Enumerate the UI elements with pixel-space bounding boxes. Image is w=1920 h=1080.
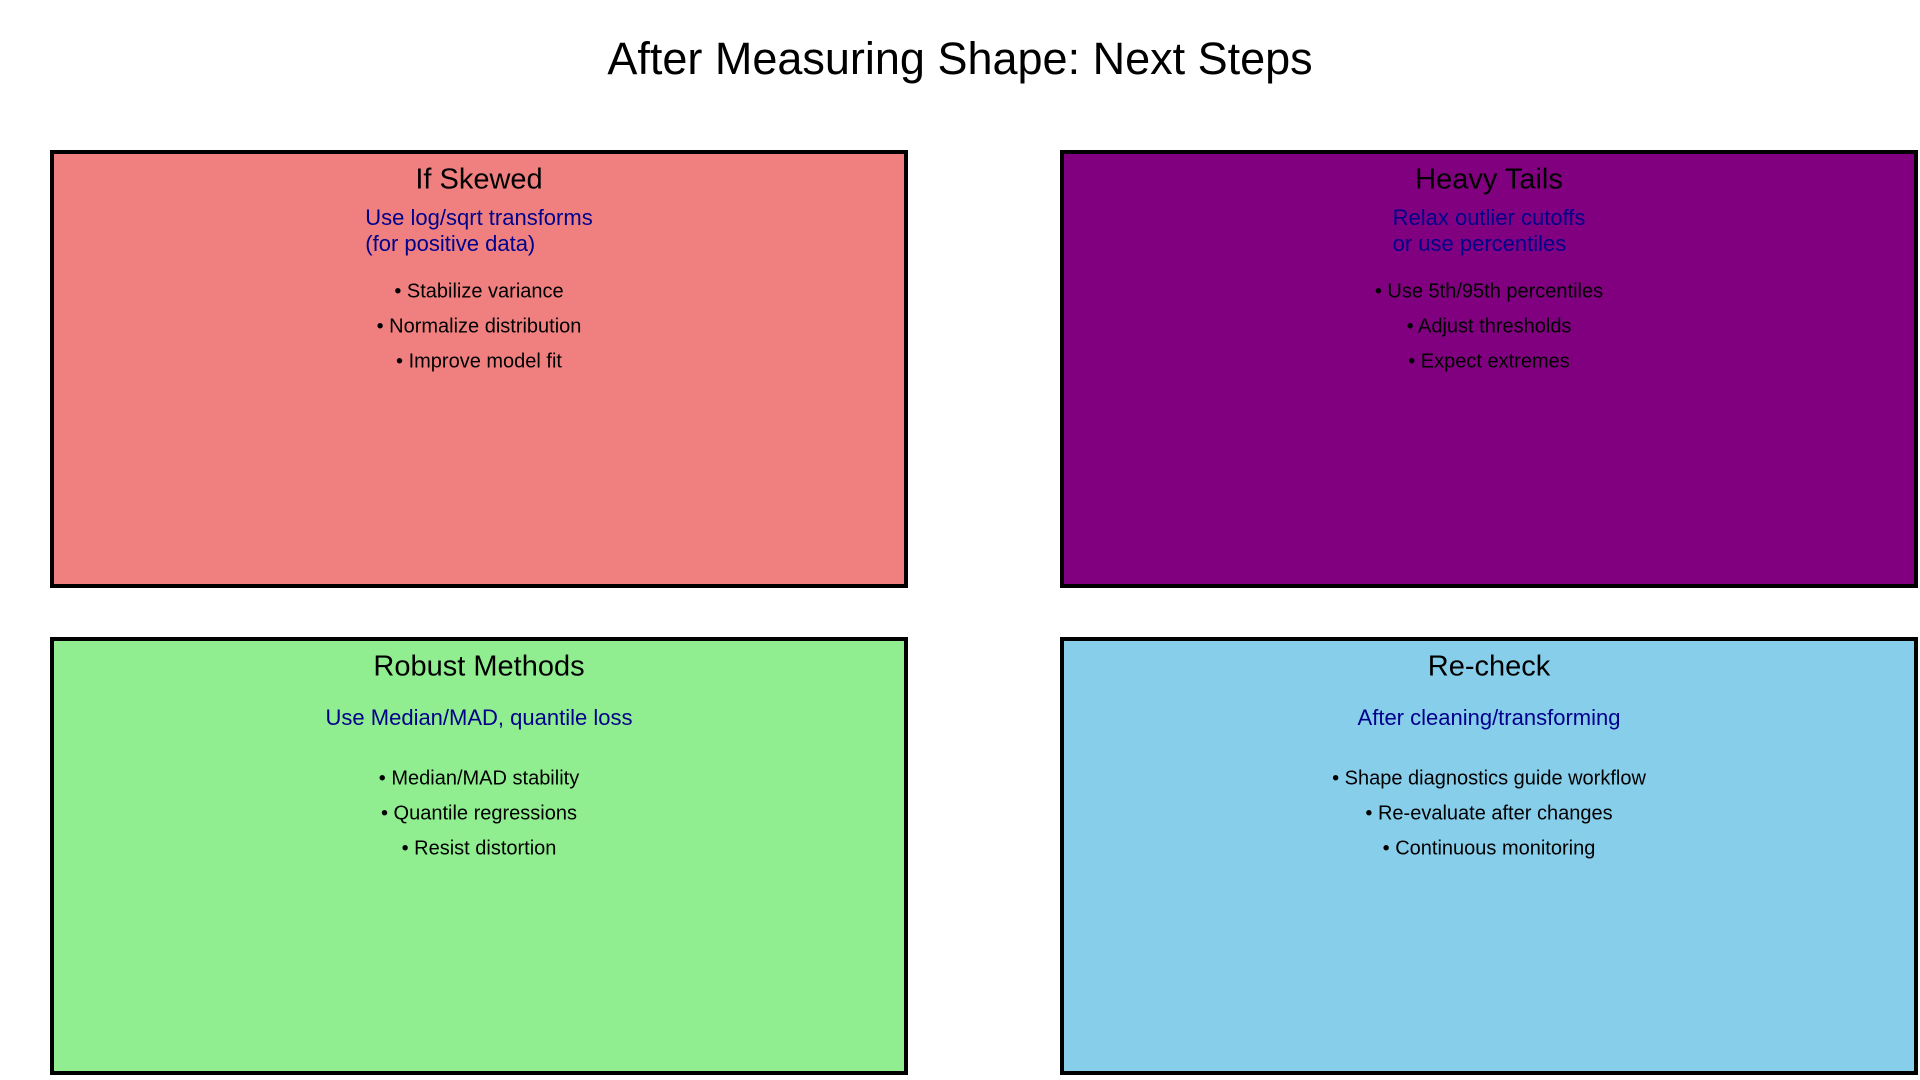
bullet-item: • Stabilize variance	[394, 280, 564, 303]
card-title: Robust Methods	[373, 650, 585, 683]
card-title: Heavy Tails	[1415, 163, 1563, 196]
bullet-item: • Quantile regressions	[381, 802, 577, 825]
card-robust-methods: Robust Methods Use Median/MAD, quantile …	[50, 637, 908, 1075]
bullet-item: • Adjust thresholds	[1406, 315, 1572, 338]
card-title: If Skewed	[415, 163, 543, 196]
card-subtitle: Use Median/MAD, quantile loss	[54, 705, 904, 731]
subtitle-line: or use percentiles	[1392, 231, 1567, 256]
card-subtitle: Use log/sqrt transforms(for positive dat…	[54, 205, 904, 257]
card-bullet-list: • Shape diagnostics guide workflow • Re-…	[1064, 762, 1914, 867]
bullet-item: • Re-evaluate after changes	[1365, 802, 1613, 825]
figure-title: After Measuring Shape: Next Steps	[607, 33, 1313, 84]
subtitle-line: Use log/sqrt transforms	[365, 205, 593, 230]
bullet-item: • Improve model fit	[396, 350, 562, 373]
bullet-item: • Median/MAD stability	[378, 767, 580, 790]
bullet-item: • Normalize distribution	[376, 315, 582, 338]
card-title: Re-check	[1427, 650, 1551, 683]
card-subtitle: After cleaning/transforming	[1064, 705, 1914, 731]
card-re-check: Re-check After cleaning/transforming • S…	[1060, 637, 1918, 1075]
card-subtitle-lines: Use log/sqrt transforms(for positive dat…	[365, 205, 592, 257]
subtitle-line: Use Median/MAD, quantile loss	[325, 705, 633, 730]
card-subtitle-lines: After cleaning/transforming	[1358, 705, 1621, 731]
subtitle-line: (for positive data)	[365, 231, 536, 256]
card-if-skewed: If Skewed Use log/sqrt transforms(for po…	[50, 150, 908, 588]
bullet-item: • Expect extremes	[1408, 350, 1570, 373]
bullet-item: • Resist distortion	[401, 837, 557, 860]
subtitle-line: After cleaning/transforming	[1357, 705, 1621, 730]
card-subtitle-lines: Use Median/MAD, quantile loss	[326, 705, 633, 731]
card-bullet-list: • Stabilize variance • Normalize distrib…	[54, 275, 904, 380]
bullet-item: • Use 5th/95th percentiles	[1374, 280, 1604, 303]
subtitle-line: Relax outlier cutoffs	[1392, 205, 1586, 230]
bullet-item: • Continuous monitoring	[1382, 837, 1596, 860]
card-bullet-list: • Median/MAD stability • Quantile regres…	[54, 762, 904, 867]
bullet-item: • Shape diagnostics guide workflow	[1332, 767, 1646, 790]
card-bullet-list: • Use 5th/95th percentiles • Adjust thre…	[1064, 275, 1914, 380]
